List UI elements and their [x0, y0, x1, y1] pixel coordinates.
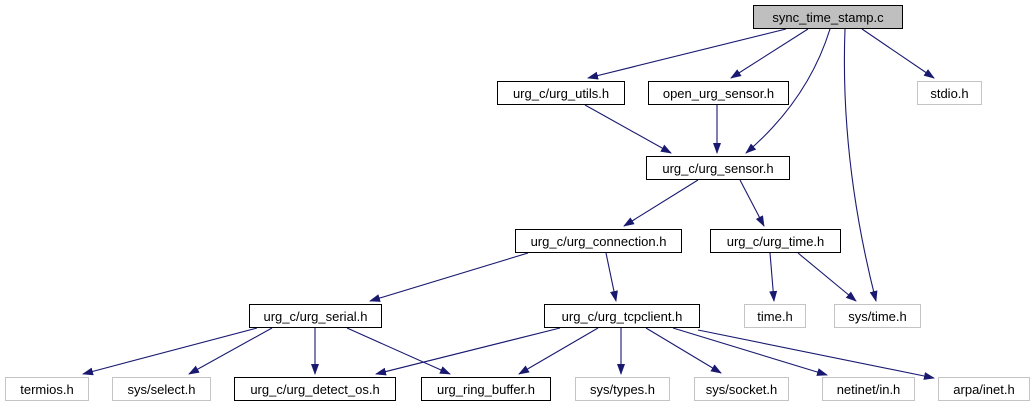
edge-urg_sensor_h-to-urg_connection_h: [623, 179, 699, 227]
edge-urg_serial_h-to-urg_ring_buffer_h: [346, 327, 451, 375]
edge-urg_tcpclient_h-to-sys_socket_h: [645, 327, 722, 374]
graph-node-sys_socket_h: sys/socket.h: [694, 377, 789, 401]
edge-urg_sensor_h-to-urg_time_h: [739, 179, 765, 227]
edge-urg_connection_h-to-urg_tcpclient_h: [605, 252, 618, 302]
graph-node-urg_sensor_h[interactable]: urg_c/urg_sensor.h: [646, 156, 790, 180]
graph-node-netinet_in_h: netinet/in.h: [822, 377, 915, 401]
graph-node-sys_time_h: sys/time.h: [834, 304, 921, 328]
edge-sync_time_stamp_c-to-sys_time_h: [843, 28, 878, 302]
graph-node-urg_serial_h[interactable]: urg_c/urg_serial.h: [249, 304, 382, 328]
edge-urg_tcpclient_h-to-urg_ring_buffer_h: [518, 327, 599, 375]
graph-node-open_urg_sensor_h[interactable]: open_urg_sensor.h: [648, 81, 789, 105]
edge-urg_serial_h-to-sys_select_h: [188, 327, 273, 375]
edge-urg_tcpclient_h-to-arpa_inet_h: [697, 329, 935, 380]
edge-sync_time_stamp_c-to-urg_utils_h: [587, 28, 787, 80]
edge-urg_tcpclient_h-to-urg_detect_os_h: [375, 327, 561, 376]
graph-node-urg_time_h[interactable]: urg_c/urg_time.h: [710, 229, 841, 253]
edge-urg_connection_h-to-urg_serial_h: [369, 252, 529, 302]
graph-node-urg_tcpclient_h[interactable]: urg_c/urg_tcpclient.h: [544, 304, 700, 328]
edge-sync_time_stamp_c-to-stdio_h: [861, 28, 935, 79]
edge-urg_tcpclient_h-to-netinet_in_h: [672, 327, 828, 376]
graph-node-sync_time_stamp_c: sync_time_stamp.c: [753, 5, 903, 29]
edge-urg_time_h-to-sys_time_h: [797, 252, 857, 302]
graph-node-urg_connection_h[interactable]: urg_c/urg_connection.h: [515, 229, 682, 253]
edges-group: [82, 28, 935, 380]
graph-node-time_h: time.h: [744, 304, 806, 328]
graph-node-urg_utils_h[interactable]: urg_c/urg_utils.h: [497, 81, 625, 105]
graph-node-urg_detect_os_h[interactable]: urg_c/urg_detect_os.h: [234, 377, 396, 401]
edge-urg_serial_h-to-termios_h: [82, 327, 258, 376]
graph-node-urg_ring_buffer_h[interactable]: urg_ring_buffer.h: [421, 377, 551, 401]
graph-node-sys_select_h: sys/select.h: [112, 377, 211, 401]
edge-sync_time_stamp_c-to-urg_sensor_h: [745, 28, 831, 154]
graph-node-sys_types_h: sys/types.h: [575, 377, 670, 401]
graph-node-arpa_inet_h: arpa/inet.h: [938, 377, 1030, 401]
graph-node-termios_h: termios.h: [5, 377, 89, 401]
edge-urg_time_h-to-time_h: [769, 252, 778, 302]
graph-node-stdio_h: stdio.h: [917, 81, 982, 105]
edge-sync_time_stamp_c-to-open_urg_sensor_h: [730, 28, 809, 79]
edge-urg_utils_h-to-urg_sensor_h: [584, 104, 672, 154]
